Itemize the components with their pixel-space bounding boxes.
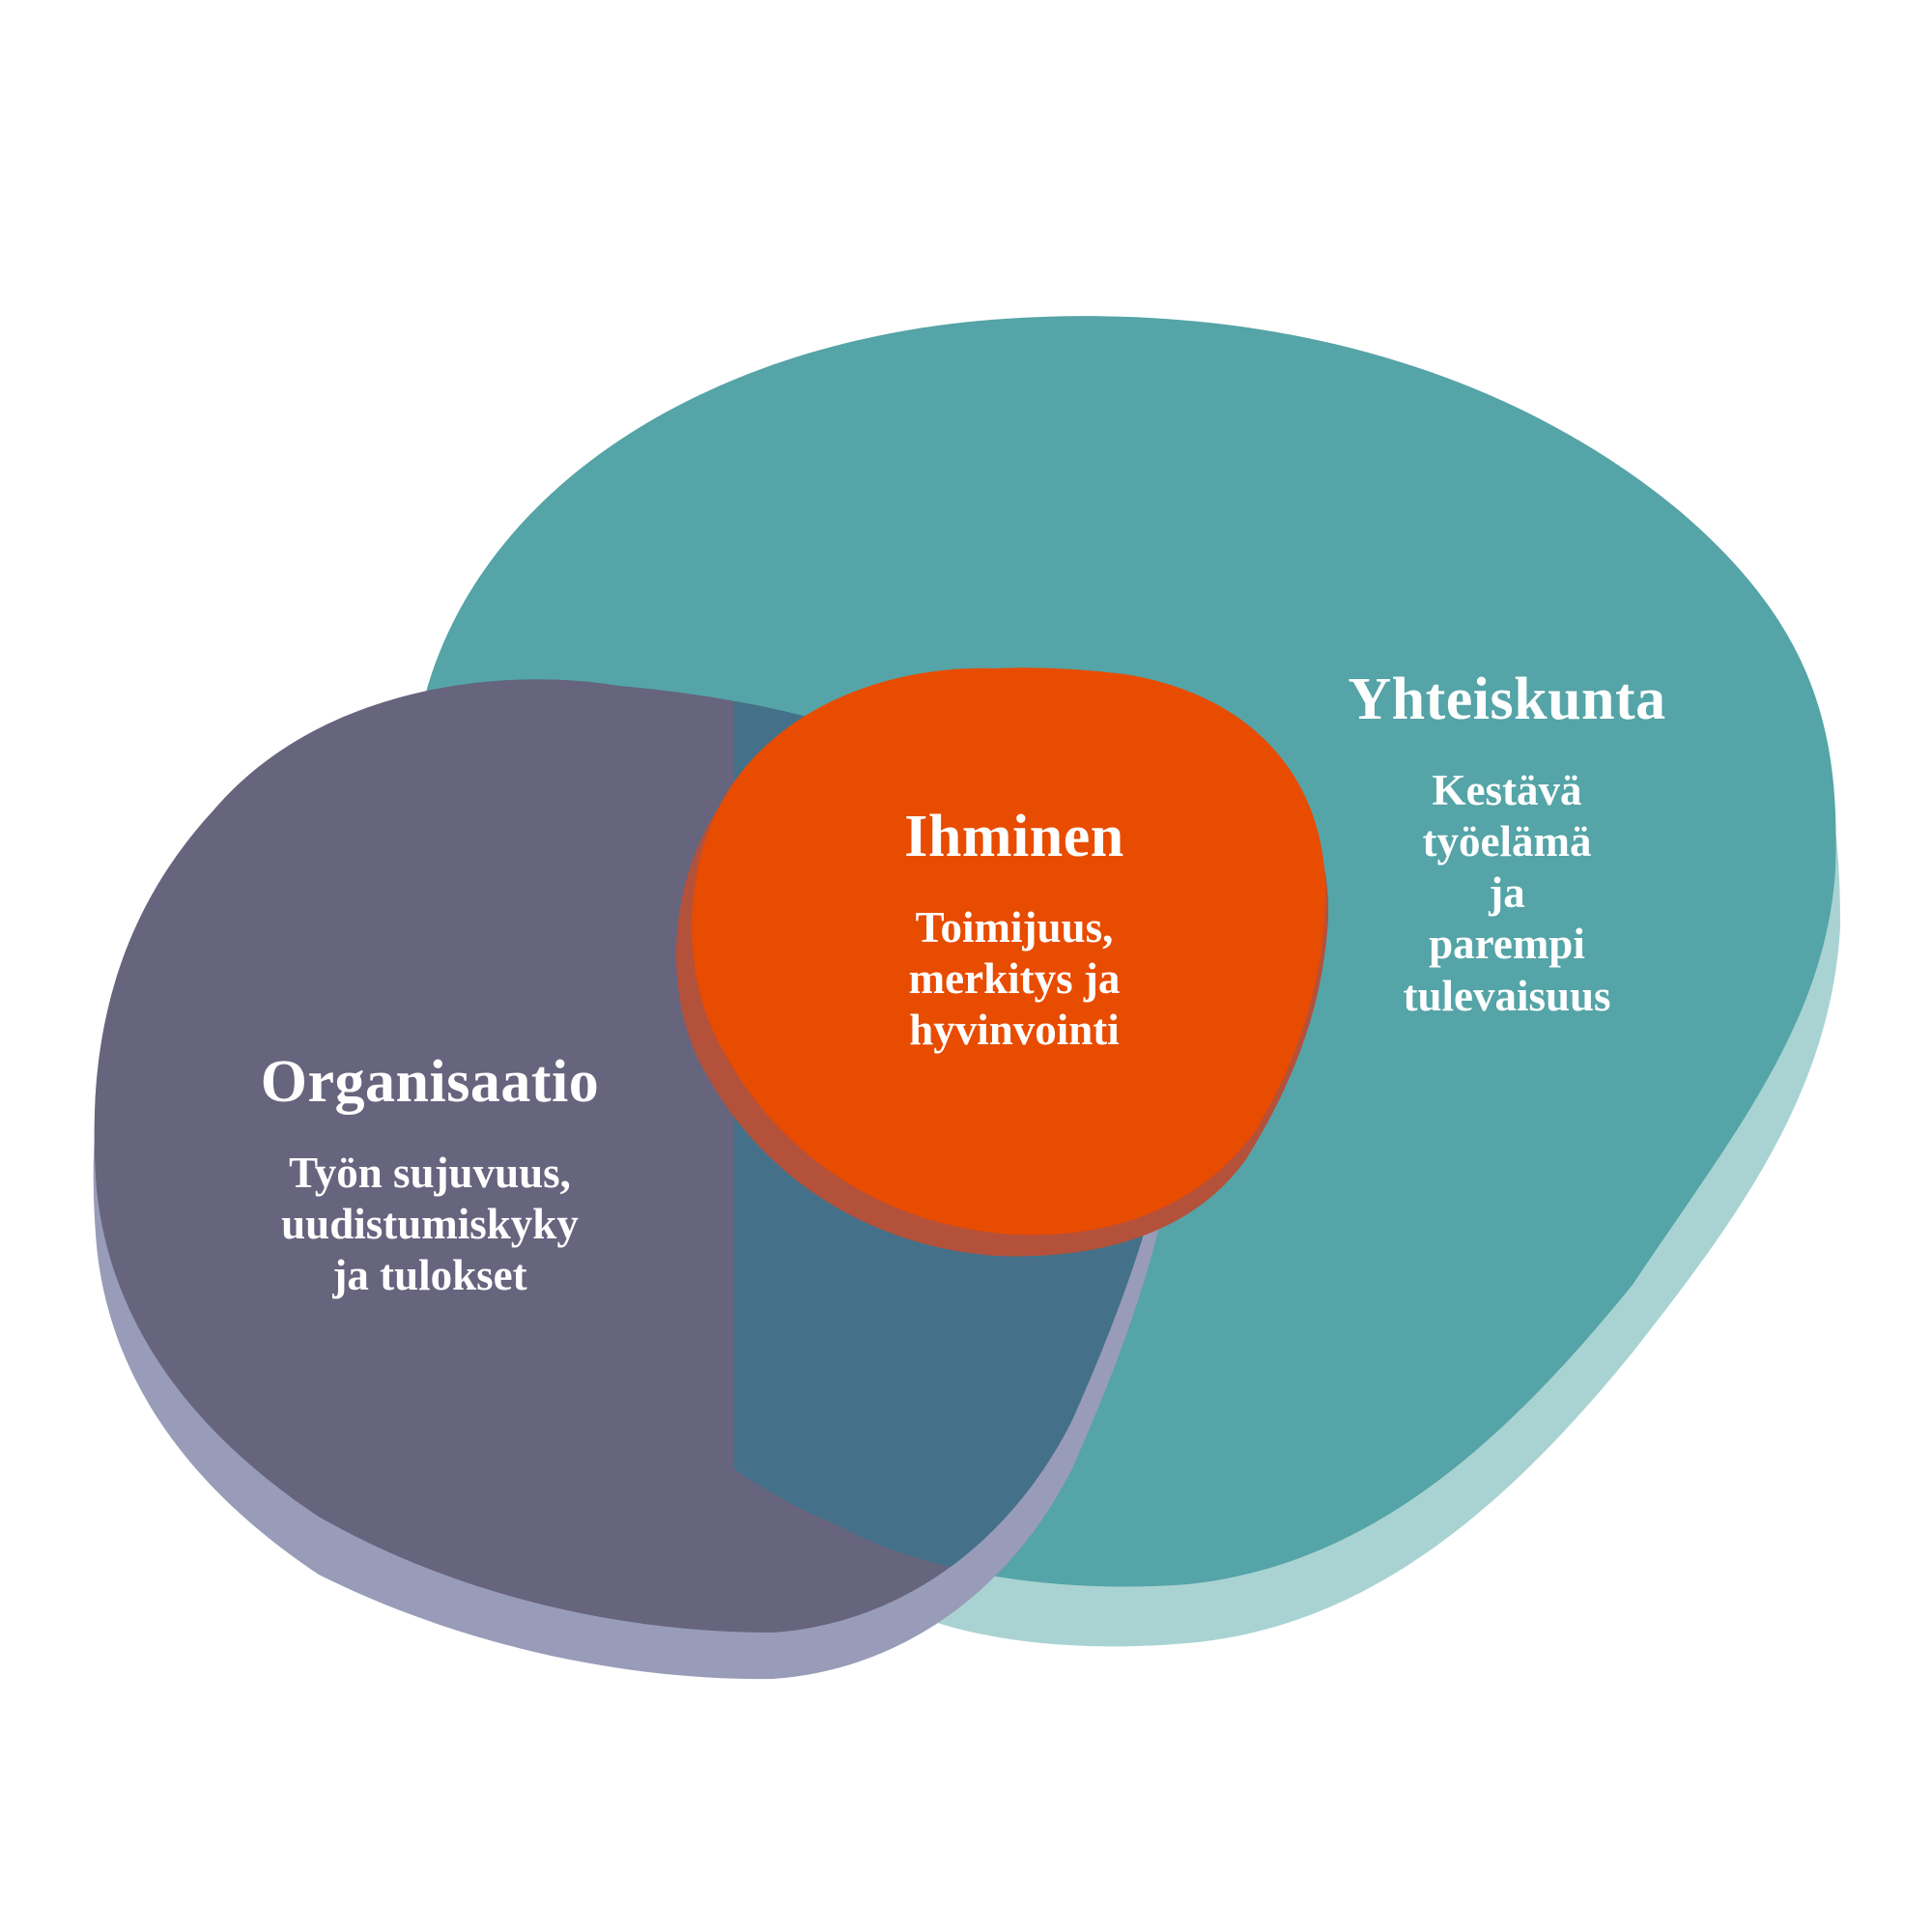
person-line: Toimijuus, bbox=[915, 903, 1114, 952]
organization-description: Työn sujuvuus, uudistumiskyky ja tulokse… bbox=[198, 1148, 662, 1301]
organization-label-group: Organisaatio Työn sujuvuus, uudistumisky… bbox=[198, 1049, 662, 1301]
person-label-group: Ihminen Toimijuus, merkitys ja hyvinvoin… bbox=[850, 804, 1179, 1056]
society-line: parempi bbox=[1429, 920, 1585, 969]
society-line: työelämä bbox=[1422, 817, 1592, 867]
society-title: Yhteiskunta bbox=[1348, 667, 1666, 732]
person-title: Ihminen bbox=[904, 804, 1124, 869]
organization-line: uudistumiskyky bbox=[281, 1200, 579, 1249]
organization-line: Työn sujuvuus, bbox=[289, 1149, 571, 1198]
society-description: Kestävä työelämä ja parempi tulevaisuus bbox=[1328, 765, 1686, 1021]
society-line: tulevaisuus bbox=[1403, 971, 1611, 1020]
society-line: ja bbox=[1489, 868, 1525, 918]
organization-line: ja tulokset bbox=[332, 1251, 527, 1300]
organization-title: Organisaatio bbox=[260, 1049, 600, 1115]
person-blob bbox=[692, 668, 1326, 1236]
person-description: Toimijuus, merkitys ja hyvinvointi bbox=[850, 902, 1179, 1056]
person-line: hyvinvointi bbox=[909, 1006, 1120, 1055]
society-line: Kestävä bbox=[1432, 766, 1582, 815]
person-line: merkitys ja bbox=[908, 954, 1121, 1004]
society-label-group: Yhteiskunta Kestävä työelämä ja parempi … bbox=[1328, 667, 1686, 1022]
